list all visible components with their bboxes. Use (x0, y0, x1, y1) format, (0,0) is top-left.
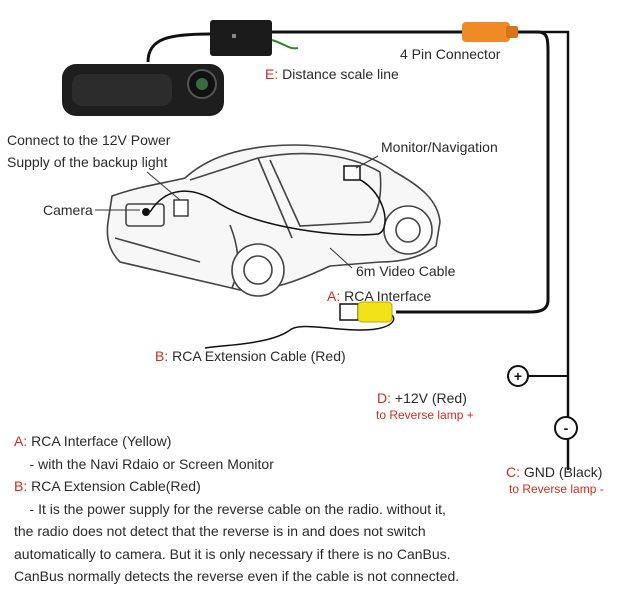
backup-light-box (173, 199, 189, 217)
gnd-sub-label: to Reverse lamp - (509, 482, 604, 496)
rca-extension-label: B: RCA Extension Cable (Red) (155, 348, 346, 364)
connect-power-label-1: Connect to the 12V Power (7, 132, 171, 148)
note-line: A: RCA Interface (Yellow) (14, 433, 172, 449)
note-line: automatically to camera. But it is only … (14, 545, 451, 562)
plus12v-label: D: +12V (Red) (377, 390, 467, 406)
camera-wire (146, 32, 211, 63)
gnd-label: C: GND (Black) (506, 464, 603, 480)
distance-line-wire (271, 39, 299, 50)
rca-extension-wire (204, 311, 395, 349)
rca-plug-icon (339, 303, 359, 321)
monitor-icon (343, 165, 361, 181)
car-outline (106, 144, 441, 297)
note-line: CanBus normally detects the reverse even… (14, 568, 460, 584)
plus-symbol: + (514, 368, 522, 384)
minus-symbol: - (564, 420, 569, 436)
camera-label: Camera (43, 202, 93, 218)
connect-power-label-2: Supply of the backup light (7, 154, 168, 170)
distance-scale-label: E: Distance scale line (265, 66, 399, 82)
note-line: the radio does not detect that the rever… (14, 523, 426, 539)
rca-interface-label: A: RCA Interface (327, 288, 432, 304)
note-line: B: RCA Extension Cable(Red) (14, 478, 201, 494)
minus-terminal-icon (554, 416, 578, 440)
monitor-label: Monitor/Navigation (381, 139, 498, 155)
notes-block: A: RCA Interface (Yellow) - with the Nav… (14, 430, 614, 588)
power-cable (538, 30, 570, 470)
four-pin-label: 4 Pin Connector (400, 46, 501, 62)
control-module (210, 20, 272, 56)
plus-terminal-icon (507, 365, 529, 387)
car-internal-cable (149, 175, 386, 236)
note-line: - It is the power supply for the reverse… (14, 500, 446, 517)
note-line: - with the Navi Rdaio or Screen Monitor (14, 455, 274, 472)
four-pin-connector-icon (462, 22, 510, 42)
video-cable-label: 6m Video Cable (356, 263, 456, 279)
main-video-cable (396, 30, 550, 314)
plus12v-sub-label: to Reverse lamp + (376, 408, 474, 422)
